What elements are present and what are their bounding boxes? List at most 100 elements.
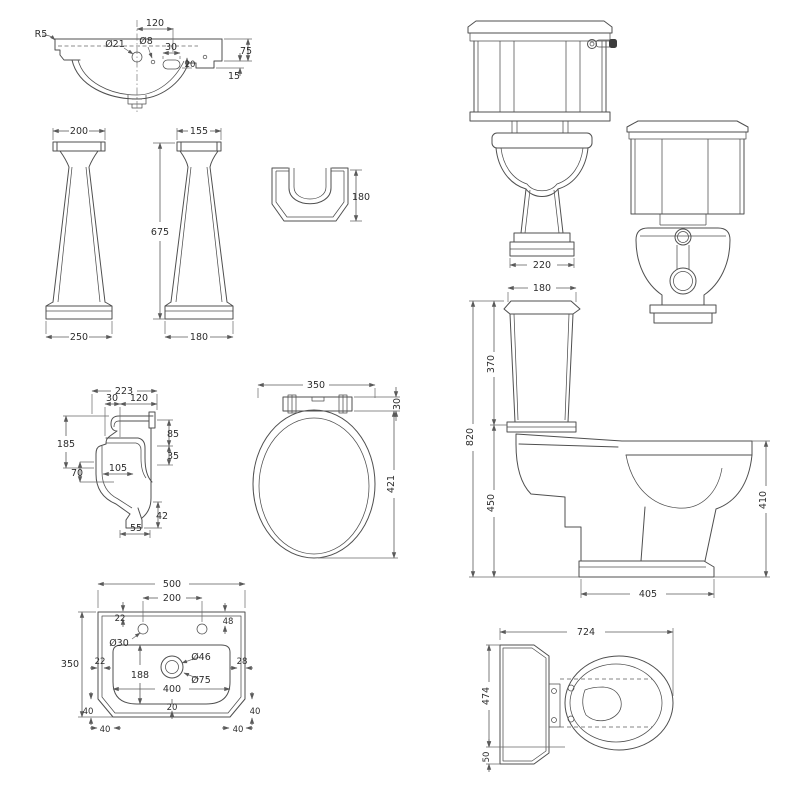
- dim-seat-30: 30: [392, 398, 403, 410]
- basin-plan-view: 500 200 22 48 Ø30 350 22 28 188 Ø46 Ø75 …: [61, 579, 260, 735]
- pedestal-side-view: 155 675 180: [151, 126, 234, 343]
- side-plinth: [578, 560, 715, 578]
- cistern-panels: [477, 41, 603, 112]
- basin-front-section-view: 120 R5 Ø21 Ø8 30 20 75 15: [35, 18, 252, 112]
- bowl-opening: [582, 686, 622, 722]
- dim-basin-plan-40-left-v: 40: [83, 707, 94, 717]
- dim-basin-plan-350: 350: [61, 659, 79, 670]
- wc-foot-step: [513, 232, 571, 243]
- dim-basin-plan-400: 400: [163, 684, 181, 695]
- tap-hole-right: [196, 623, 208, 635]
- cistern-lid-side: [503, 300, 581, 315]
- dim-basin-plan-188: 188: [131, 670, 149, 681]
- fixing-hole-8: [150, 59, 156, 65]
- dim-basin-plan-40-right-v: 40: [250, 707, 261, 717]
- dim-wc-plan-474: 474: [481, 687, 492, 705]
- dim-basin-section-85: 85: [167, 429, 179, 440]
- cistern-neck: [511, 121, 569, 133]
- dim-basin-section-35: 35: [167, 451, 179, 462]
- dim-basin-plan-d46: Ø46: [191, 652, 211, 663]
- dim-wc-side-410: 410: [758, 491, 769, 509]
- hinge-hole-top: [567, 684, 575, 692]
- dim-basin-plan-d75: Ø75: [191, 675, 211, 686]
- rim-block: [621, 440, 753, 456]
- waste-inner: [165, 660, 179, 674]
- dim-pedestal-front-250: 250: [70, 332, 88, 343]
- dim-basin-front-120: 120: [146, 18, 164, 29]
- dim-wc-side-405: 405: [639, 589, 657, 600]
- basin-bowl-outline: [112, 644, 231, 705]
- outlet-hole: [669, 267, 697, 295]
- seat-outer: [252, 409, 376, 559]
- basin-side-section-view: 223 30 120 85 35 185 70 105 42 55: [57, 386, 179, 538]
- dim-semi-pedestal-180: 180: [352, 192, 370, 203]
- dim-wc-front-220: 220: [533, 260, 551, 271]
- dim-wc-plan-50: 50: [482, 752, 492, 763]
- dim-basin-section-70: 70: [71, 468, 83, 479]
- dim-basin-front-d21: Ø21: [105, 39, 125, 50]
- tap-hole-21: [131, 51, 143, 63]
- dim-pedestal-side-675: 675: [151, 227, 169, 238]
- toilet-seat-plan-view: 350 30 421: [252, 380, 403, 559]
- dim-basin-plan-left-22: 22: [95, 657, 106, 667]
- dim-pedestal-side-155: 155: [190, 126, 208, 137]
- dim-basin-plan-rim-22: 22: [115, 614, 126, 624]
- dim-basin-front-30: 30: [165, 42, 177, 53]
- pedestal-front-view: 200 250: [45, 126, 113, 343]
- dim-wc-side-450: 450: [486, 494, 497, 512]
- inlet-hole: [674, 228, 692, 246]
- wc-side-view: 180 370 820 450 410 405: [465, 283, 770, 600]
- wc-plan-view: 724 474 50: [481, 627, 674, 772]
- semi-pedestal-view: 180: [271, 167, 370, 222]
- seat-plan-inner: [569, 663, 663, 743]
- dim-basin-section-223: 223: [115, 386, 133, 397]
- pan-shelf: [491, 132, 593, 149]
- dim-basin-plan-40-right-h: 40: [233, 725, 244, 735]
- tap-hole-left: [137, 623, 149, 635]
- bowl-interior: [625, 454, 723, 509]
- rear-steps: [515, 443, 582, 562]
- dim-pedestal-front-200: 200: [70, 126, 88, 137]
- rear-foot-flange: [649, 304, 717, 314]
- dim-pedestal-side-180: 180: [190, 332, 208, 343]
- dim-basin-section-105: 105: [109, 463, 127, 474]
- dim-basin-section-42: 42: [156, 511, 168, 522]
- small-hole: [202, 54, 208, 60]
- flush-housing: [548, 683, 561, 728]
- dim-basin-section-30: 30: [106, 393, 118, 404]
- dim-basin-plan-500: 500: [163, 579, 181, 590]
- fixing-slot: [162, 59, 181, 70]
- hinge-hole-bottom: [567, 715, 575, 723]
- dim-wc-side-180: 180: [533, 283, 551, 294]
- dim-basin-section-120: 120: [130, 393, 148, 404]
- dim-basin-front-15: 15: [228, 71, 240, 82]
- dim-basin-front-d8: Ø8: [139, 36, 153, 47]
- dim-basin-plan-48: 48: [223, 617, 234, 627]
- dim-basin-plan-28: 28: [237, 657, 248, 667]
- dim-basin-section-185: 185: [57, 439, 75, 450]
- seat-inner: [258, 417, 370, 555]
- waste-outer: [160, 655, 184, 679]
- dim-basin-plan-20: 20: [167, 703, 178, 713]
- dim-basin-plan-d30: Ø30: [109, 638, 129, 649]
- cistern-base-band: [469, 111, 611, 122]
- dim-basin-plan-200: 200: [163, 593, 181, 604]
- dim-seat-350: 350: [307, 380, 325, 391]
- dim-wc-side-820: 820: [465, 428, 476, 446]
- wc-rear-view: [626, 120, 749, 324]
- flush-lever-tip: [609, 39, 617, 48]
- dim-wc-side-370: 370: [486, 355, 497, 373]
- rear-foot-plinth: [653, 312, 713, 324]
- dim-basin-plan-40-left-h: 40: [100, 725, 111, 735]
- dim-basin-front-20: 20: [185, 60, 196, 70]
- dim-seat-421: 421: [386, 475, 397, 493]
- dim-basin-front-r5: R5: [35, 29, 48, 40]
- cistern-lid-lip: [469, 32, 611, 42]
- seat-plan-outer: [564, 655, 674, 751]
- cistern-neck-rear: [659, 214, 707, 226]
- dim-basin-front-75: 75: [240, 46, 252, 57]
- dim-basin-section-55: 55: [130, 523, 142, 534]
- dim-wc-plan-724: 724: [577, 627, 595, 638]
